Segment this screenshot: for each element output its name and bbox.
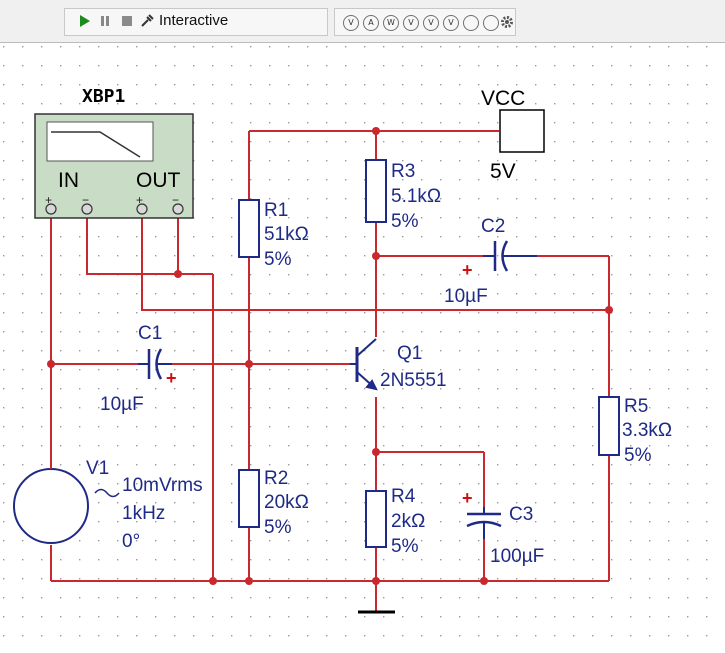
digital-probe-icon[interactable]	[483, 15, 499, 31]
c2-polarity: +	[462, 260, 473, 280]
ac-sine-icon	[94, 488, 120, 498]
bode-out-label: OUT	[136, 169, 181, 192]
wattmeter-icon[interactable]: W	[383, 15, 399, 31]
simulation-toolbar: Interactive V A W V V V	[0, 0, 725, 43]
r5-name: R5	[624, 396, 648, 417]
q1-name: Q1	[397, 343, 422, 364]
interactive-mode-label[interactable]: Interactive	[159, 12, 229, 29]
v1-name: V1	[86, 458, 109, 479]
r2-name: R2	[264, 468, 288, 489]
r5-tolerance: 5%	[624, 445, 652, 466]
bode-plotter-name: XBP1	[82, 86, 125, 107]
bode-in-minus: −	[82, 193, 89, 207]
r4-tolerance: 5%	[391, 536, 419, 557]
vcc-source[interactable]: VCC 5V	[481, 87, 545, 183]
bode-in-label: IN	[58, 169, 79, 192]
settings-gear-icon[interactable]	[499, 14, 515, 30]
instrument-toolbar: V A W V V V	[334, 8, 516, 36]
r1-value: 51kΩ	[264, 224, 309, 245]
v1-phase: 0°	[122, 531, 140, 552]
c3-capacitor[interactable]	[466, 507, 502, 539]
r3-value: 5.1kΩ	[391, 186, 441, 207]
vcc-value: 5V	[490, 160, 516, 183]
c1-capacitor[interactable]	[138, 348, 172, 380]
r5-value: 3.3kΩ	[622, 420, 672, 441]
voltage-probe-icon[interactable]: V	[423, 15, 439, 31]
simulation-controls: Interactive	[64, 8, 328, 36]
c1-name: C1	[138, 323, 162, 344]
r4-resistor[interactable]	[365, 490, 387, 548]
v1-ac-source[interactable]	[13, 467, 89, 544]
c1-value: 10µF	[100, 394, 144, 415]
bode-out-plus-terminal[interactable]	[136, 203, 148, 215]
v1-frequency: 1kHz	[122, 503, 165, 524]
c3-value: 100µF	[490, 546, 544, 567]
vcc-box	[499, 109, 545, 153]
bode-in-plus-terminal[interactable]	[45, 203, 57, 215]
c2-value: 10µF	[444, 286, 488, 307]
r1-tolerance: 5%	[264, 249, 292, 270]
schematic-canvas[interactable]: XBP1 IN OUT + − + − VCC 5V	[0, 42, 725, 653]
current-probe-icon[interactable]	[463, 15, 479, 31]
probe-icon[interactable]	[139, 13, 155, 29]
bode-in-plus: +	[45, 193, 52, 207]
r2-resistor[interactable]	[238, 469, 260, 528]
r3-tolerance: 5%	[391, 211, 419, 232]
differential-probe-icon[interactable]: V	[403, 15, 419, 31]
voltmeter-icon[interactable]: V	[343, 15, 359, 31]
r4-value: 2kΩ	[391, 511, 425, 532]
bode-out-plus: +	[136, 193, 143, 207]
c3-polarity: +	[462, 488, 473, 508]
r1-resistor[interactable]	[238, 199, 260, 258]
vcc-name: VCC	[481, 87, 525, 110]
bode-in-minus-terminal[interactable]	[81, 203, 93, 215]
c2-name: C2	[481, 216, 505, 237]
q1-transistor[interactable]	[350, 338, 378, 391]
q1-model: 2N5551	[380, 370, 447, 391]
bode-curve-icon	[51, 131, 141, 158]
r2-value: 20kΩ	[264, 492, 309, 513]
c2-capacitor[interactable]	[483, 240, 537, 272]
bode-out-minus-terminal[interactable]	[172, 203, 184, 215]
r3-resistor[interactable]	[365, 159, 387, 223]
run-icon[interactable]	[77, 13, 93, 29]
c3-name: C3	[509, 504, 533, 525]
r4-name: R4	[391, 486, 416, 507]
r3-name: R3	[391, 161, 415, 182]
bode-out-minus: −	[172, 193, 179, 207]
pause-icon[interactable]	[97, 13, 113, 29]
c1-polarity: +	[166, 368, 177, 388]
stop-icon[interactable]	[119, 13, 135, 29]
bode-plotter-xbp1[interactable]: XBP1 IN OUT + − + −	[34, 86, 194, 219]
r2-tolerance: 5%	[264, 517, 292, 538]
ammeter-icon[interactable]: A	[363, 15, 379, 31]
r5-resistor[interactable]	[598, 396, 620, 456]
v1-amplitude: 10mVrms	[122, 475, 203, 496]
junction-dots	[47, 127, 613, 585]
r1-name: R1	[264, 200, 288, 221]
reference-probe-icon[interactable]: V	[443, 15, 459, 31]
